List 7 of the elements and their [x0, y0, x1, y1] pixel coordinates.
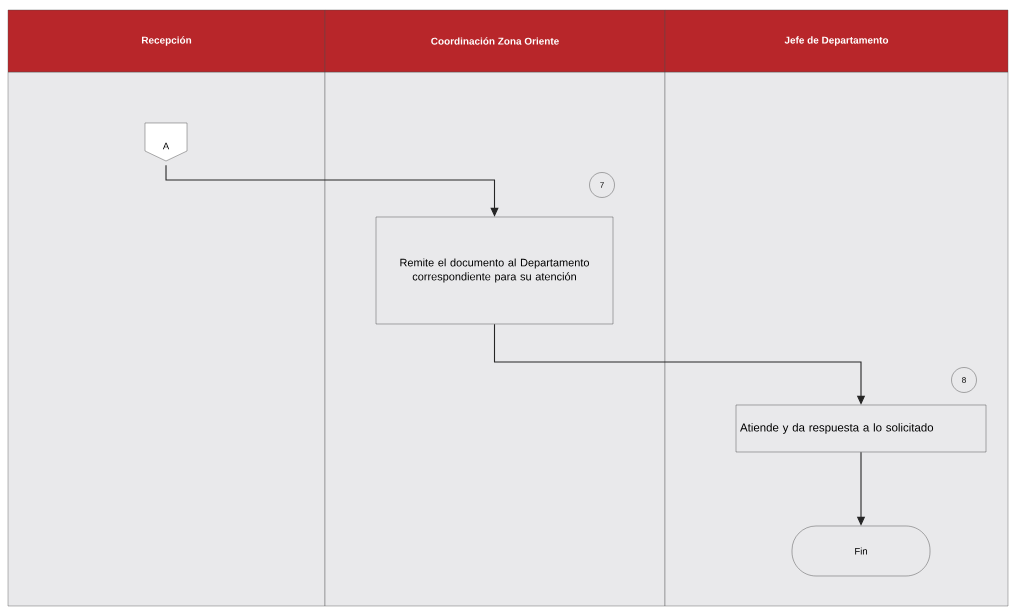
- off-page-connector: A: [144, 122, 188, 162]
- node-label: Jefe de Departamento: [784, 36, 889, 46]
- terminator: Fin: [791, 525, 931, 577]
- node-label: Coordinación Zona Oriente: [431, 37, 559, 45]
- node-label: Recepción: [141, 36, 192, 46]
- process-box: Remite el documento al Departamento correspondiente para su atención: [375, 216, 614, 325]
- process-box: Atiende y da respuesta a lo solicitado: [735, 404, 987, 453]
